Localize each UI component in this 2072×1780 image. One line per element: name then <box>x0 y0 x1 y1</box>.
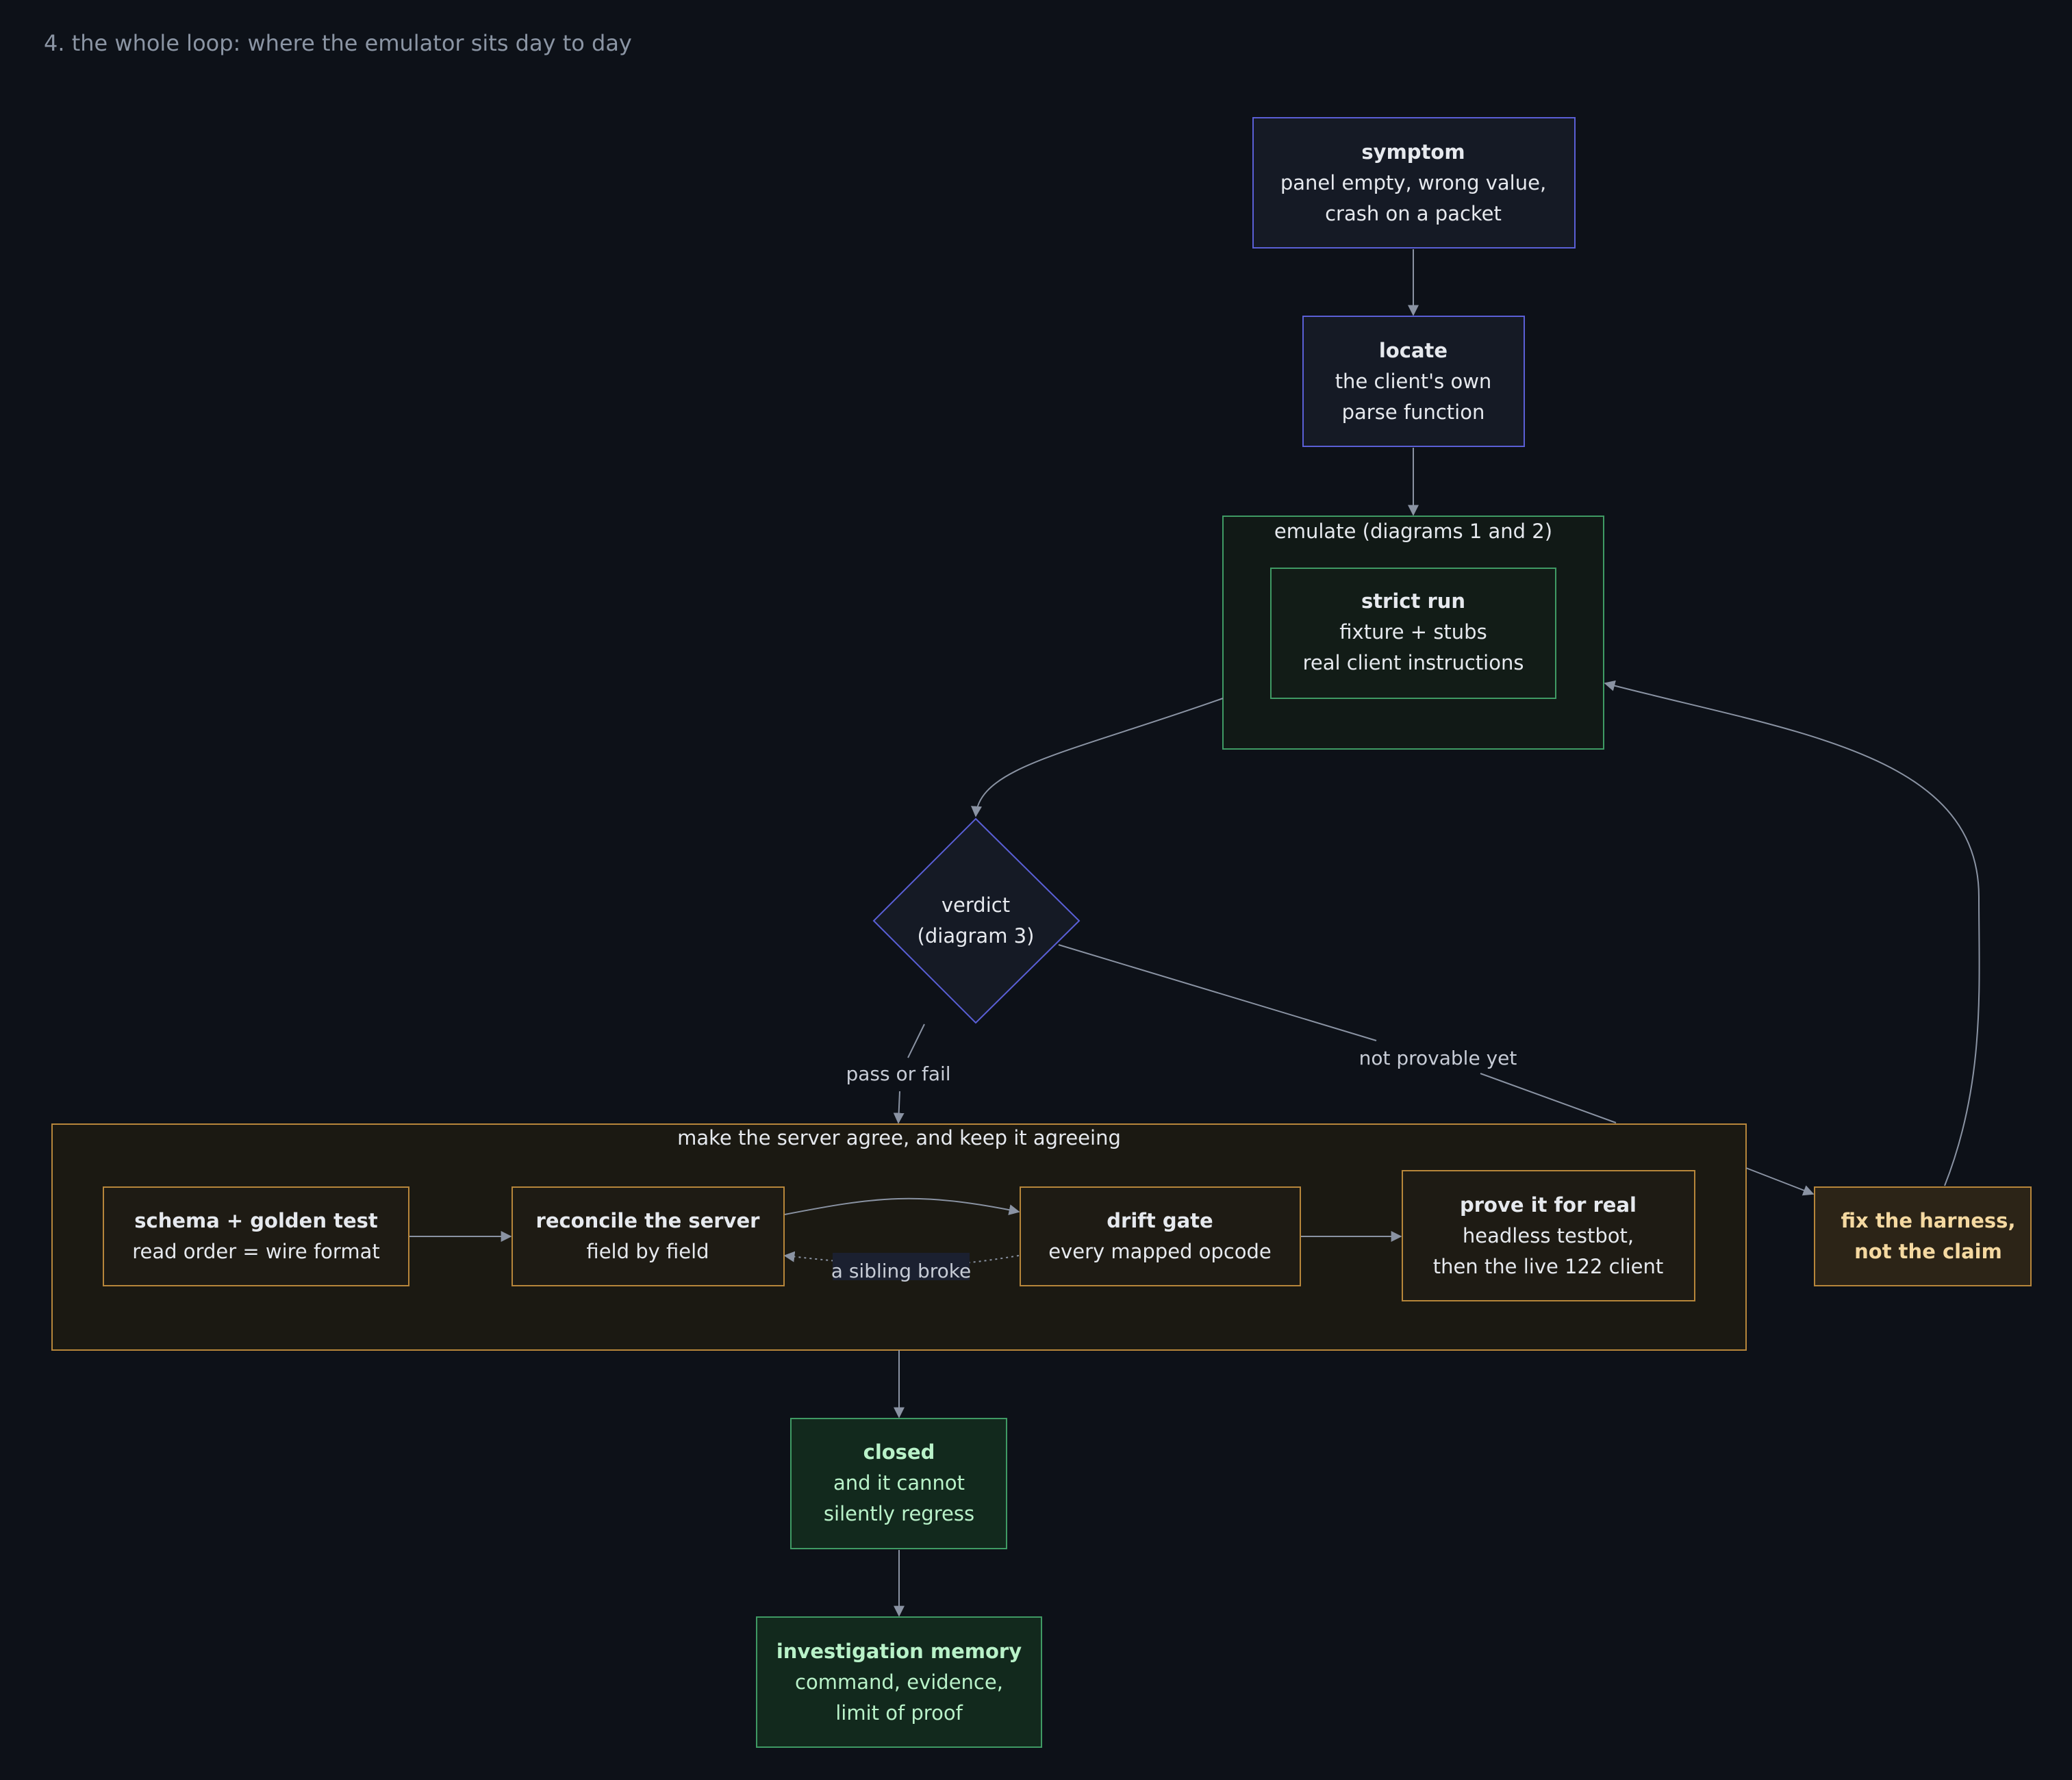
edge-emulate-verdict <box>971 698 1224 817</box>
page-title: 4. the whole loop: where the emulator si… <box>44 30 632 56</box>
verdict-line-1: verdict <box>942 893 1010 917</box>
locate-title: locate <box>1379 339 1448 362</box>
closed-title: closed <box>863 1440 935 1464</box>
closed-node: closed and it cannot silently regress <box>790 1418 1007 1549</box>
edge-label-sibling: a sibling broke <box>831 1260 971 1282</box>
prove-title: prove it for real <box>1460 1193 1637 1217</box>
edge-harness-emulate <box>1604 680 1980 1186</box>
symptom-line-2: crash on a packet <box>1325 202 1502 225</box>
edge-drift-reconcile <box>783 1251 1020 1267</box>
reconcile-title: reconcile the server <box>536 1209 761 1232</box>
prove-line-2: then the live 122 client <box>1433 1255 1664 1278</box>
edge-label-pass-fail: pass or fail <box>846 1063 950 1085</box>
strict-run-line-2: real client instructions <box>1303 651 1524 674</box>
harness-node: fix the harness, not the claim <box>1814 1186 2032 1286</box>
drift-gate-line-1: every mapped opcode <box>1048 1240 1272 1263</box>
memory-line-2: limit of proof <box>835 1701 963 1725</box>
locate-line-1: the client's own <box>1335 370 1492 393</box>
symptom-line-1: panel empty, wrong value, <box>1280 171 1546 194</box>
drift-gate-title: drift gate <box>1107 1209 1213 1232</box>
edge-label-not-provable: not provable yet <box>1359 1047 1517 1069</box>
schema-node: schema + golden test read order = wire f… <box>103 1186 409 1286</box>
edge-label-sibling-bg <box>833 1253 970 1280</box>
schema-title: schema + golden test <box>134 1209 378 1232</box>
edge-agree-harness <box>1745 1167 1815 1196</box>
symptom-title: symptom <box>1361 140 1465 164</box>
reconcile-line-1: field by field <box>586 1240 709 1263</box>
drift-gate-node: drift gate every mapped opcode <box>1020 1186 1301 1286</box>
harness-line-2: not the claim <box>1854 1240 2002 1263</box>
schema-line-1: read order = wire format <box>132 1240 379 1263</box>
memory-node: investigation memory command, evidence, … <box>756 1616 1042 1748</box>
strict-run-title: strict run <box>1361 589 1465 613</box>
closed-line-1: and it cannot <box>833 1471 965 1495</box>
symptom-node: symptom panel empty, wrong value, crash … <box>1252 117 1576 249</box>
harness-line-1: fix the harness, <box>1841 1209 2016 1232</box>
edge-verdict-harness <box>1058 944 1617 1123</box>
agree-group-label: make the server agree, and keep it agree… <box>677 1126 1121 1149</box>
closed-line-2: silently regress <box>824 1502 974 1525</box>
locate-line-2: parse function <box>1342 400 1485 424</box>
verdict-node: verdict (diagram 3) <box>872 817 1081 1024</box>
locate-node: locate the client's own parse function <box>1302 316 1525 447</box>
reconcile-node: reconcile the server field by field <box>511 1186 785 1286</box>
prove-line-1: headless testbot, <box>1463 1224 1634 1247</box>
prove-node: prove it for real headless testbot, then… <box>1402 1170 1695 1301</box>
edge-reconcile-drift <box>784 1197 1020 1215</box>
memory-title: investigation memory <box>776 1640 1022 1663</box>
strict-run-line-1: fixture + stubs <box>1339 620 1487 644</box>
edges <box>409 249 1980 1617</box>
edge-verdict-agree <box>898 1024 925 1123</box>
verdict-line-2: (diagram 3) <box>918 924 1035 948</box>
strict-run-node: strict run fixture + stubs real client i… <box>1270 568 1556 699</box>
memory-line-1: command, evidence, <box>795 1670 1003 1694</box>
emulate-group-label: emulate (diagrams 1 and 2) <box>1274 520 1552 543</box>
